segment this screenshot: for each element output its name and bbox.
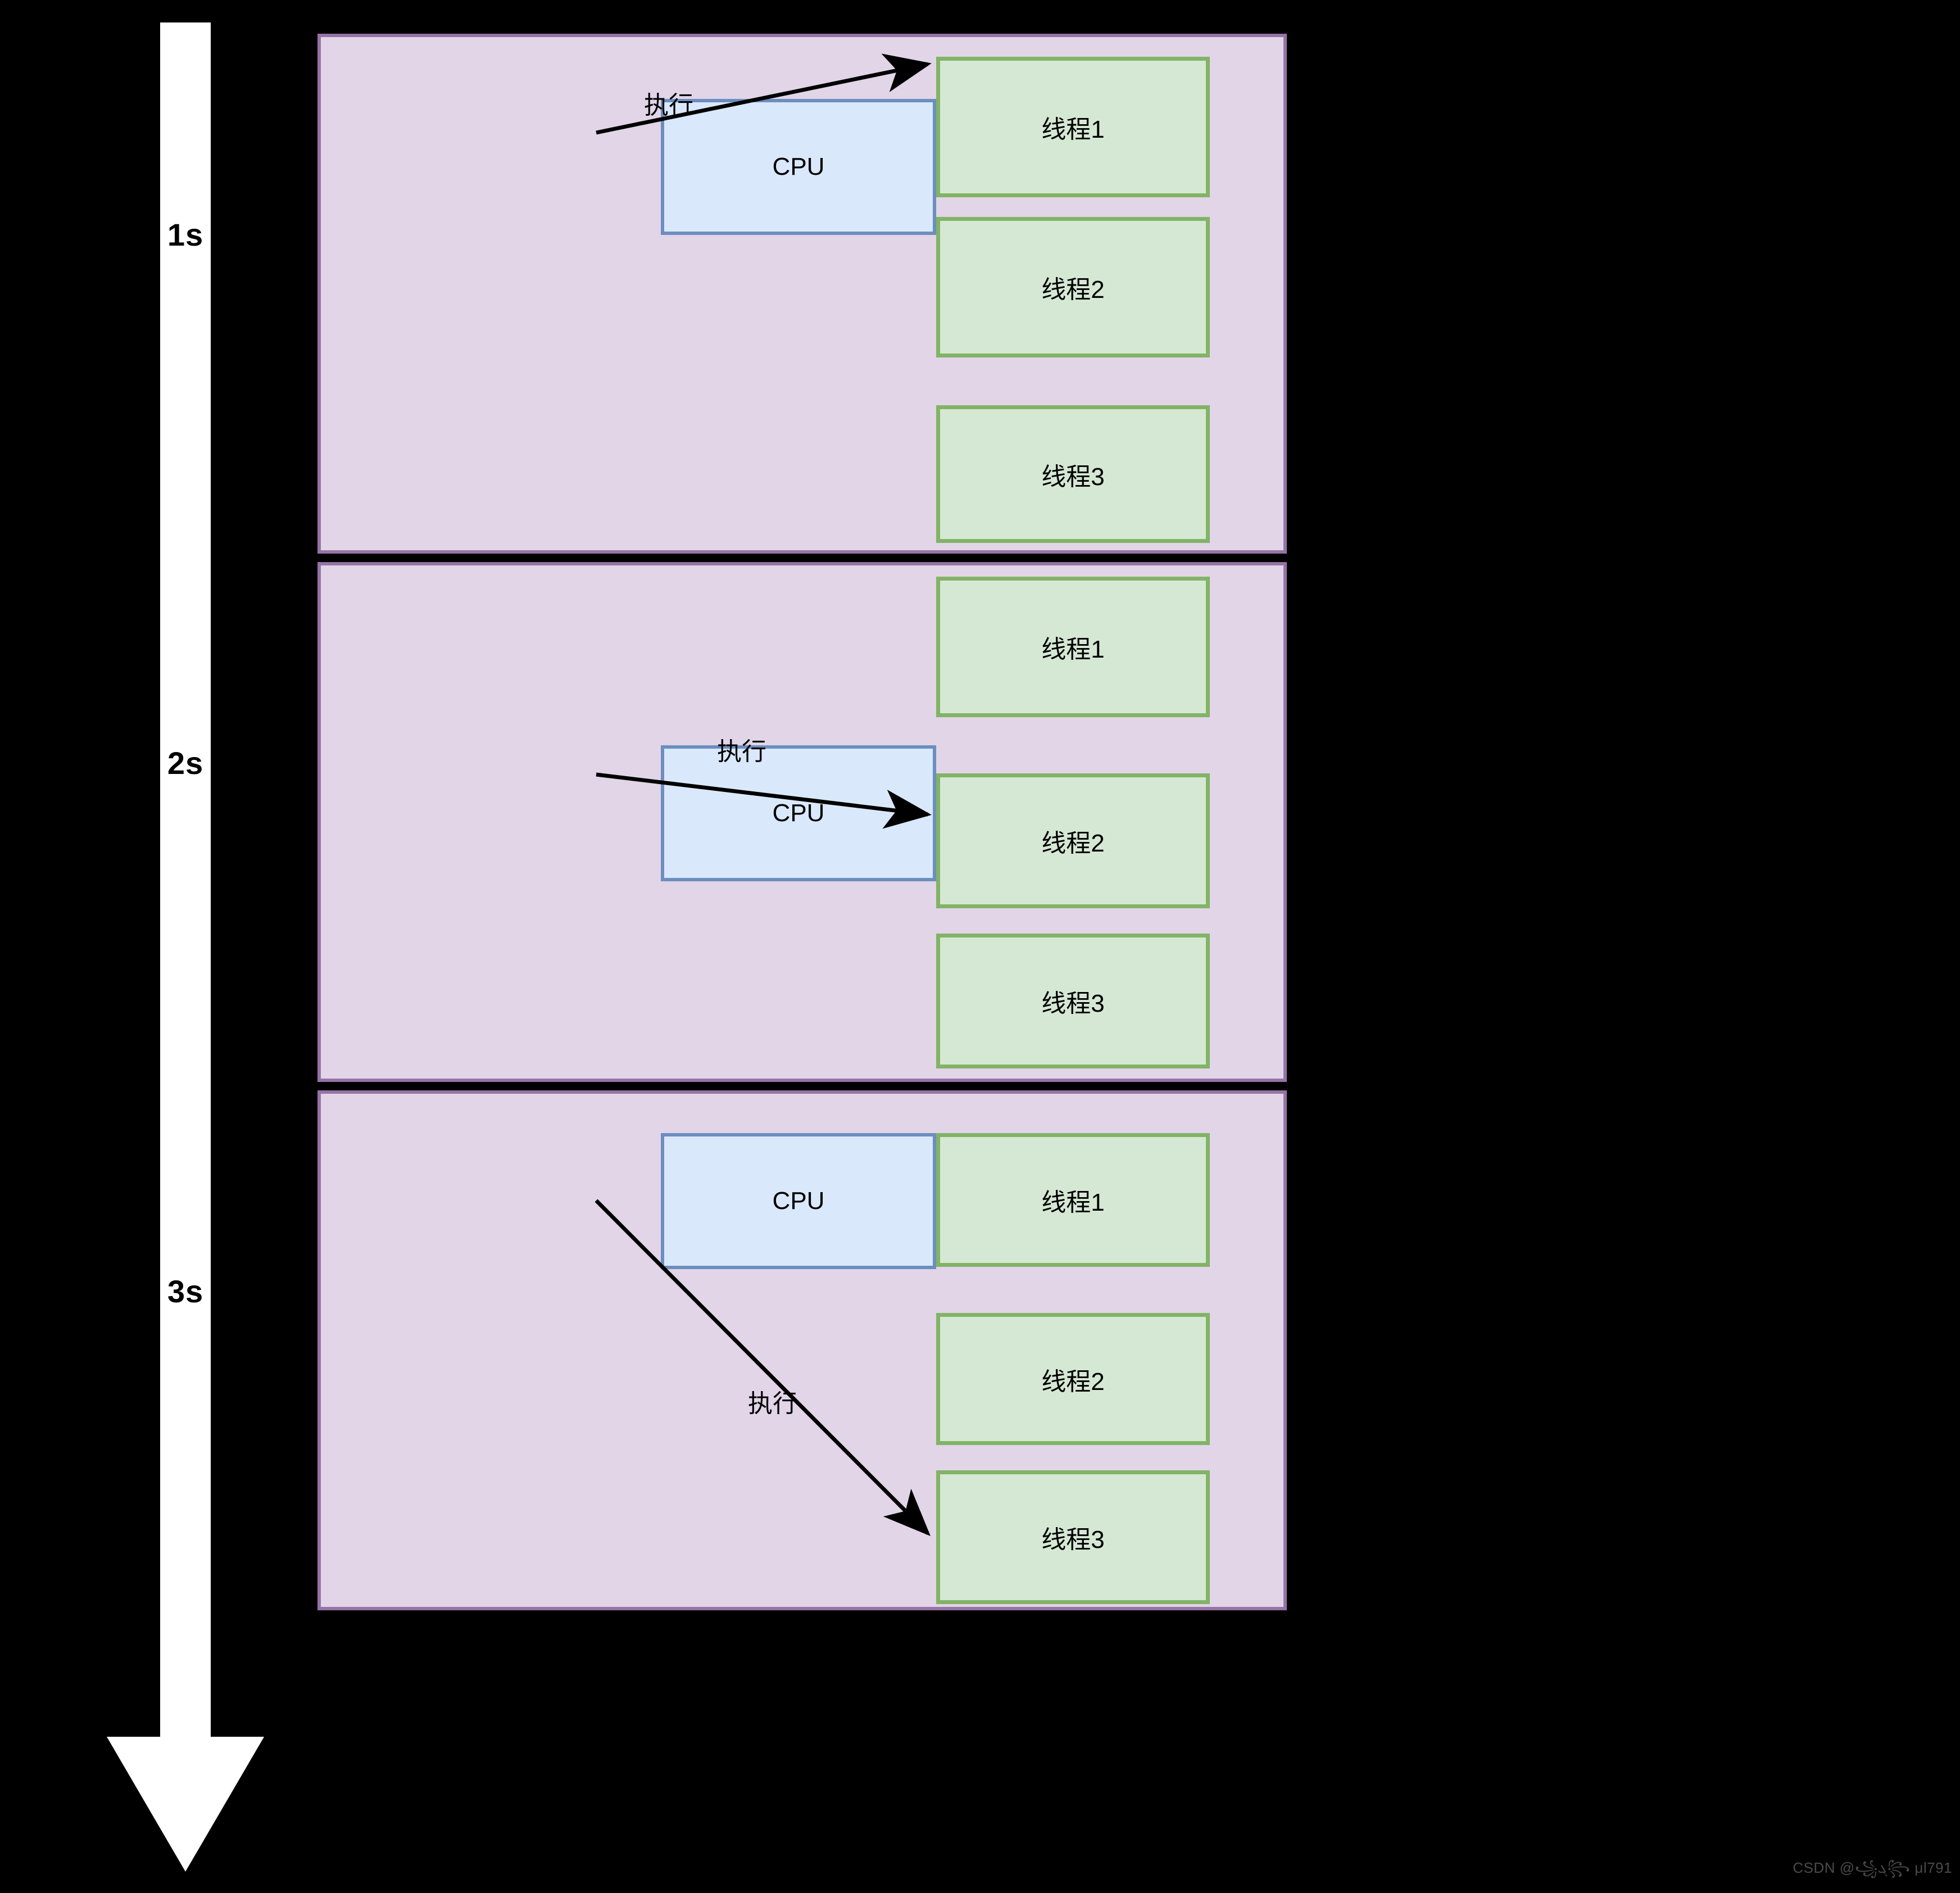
execute-label-1s: 执行: [644, 92, 693, 119]
thread-box-1s-3[interactable]: 线程3: [936, 405, 1210, 543]
execute-label-2s: 执行: [717, 738, 766, 766]
thread-label: 线程2: [1041, 830, 1105, 857]
thread-label: 线程1: [1041, 116, 1105, 143]
time-label-1s: 1s: [167, 217, 204, 252]
cpu-box-3s[interactable]: CPU: [661, 1133, 936, 1269]
thread-label: 线程3: [1041, 1526, 1105, 1554]
timeline-down-arrow: [107, 22, 264, 1872]
csdn-watermark: CSDN @꧁ܓ꧂ μl791: [1793, 1859, 1952, 1876]
cpu-label: CPU: [772, 1187, 825, 1215]
thread-box-1s-2[interactable]: 线程2: [936, 217, 1210, 357]
thread-label: 线程1: [1041, 1189, 1105, 1216]
time-label-3s: 3s: [167, 1274, 204, 1309]
timeslice-panel-1s: CPU 线程1 线程2 线程3 执行: [317, 34, 1287, 554]
cpu-box-2s[interactable]: CPU: [661, 745, 936, 881]
thread-box-2s-2[interactable]: 线程2: [936, 773, 1210, 908]
timeslice-panel-2s: CPU 线程1 线程2 线程3 执行: [317, 562, 1287, 1082]
cpu-label: CPU: [772, 799, 825, 827]
thread-label: 线程3: [1041, 990, 1105, 1017]
thread-box-3s-3[interactable]: 线程3: [936, 1470, 1210, 1604]
thread-box-3s-2[interactable]: 线程2: [936, 1313, 1210, 1445]
thread-box-2s-3[interactable]: 线程3: [936, 934, 1210, 1068]
timeslice-panel-3s: CPU 线程1 线程2 线程3 执行: [317, 1090, 1287, 1610]
thread-label: 线程3: [1041, 463, 1105, 491]
thread-label: 线程1: [1041, 636, 1105, 663]
thread-box-1s-1[interactable]: 线程1: [936, 57, 1210, 197]
cpu-label: CPU: [772, 153, 825, 180]
thread-box-3s-1[interactable]: 线程1: [936, 1133, 1210, 1267]
thread-box-2s-1[interactable]: 线程1: [936, 577, 1210, 717]
thread-label: 线程2: [1041, 276, 1105, 304]
time-label-2s: 2s: [167, 745, 204, 781]
cpu-box-1s[interactable]: CPU: [661, 99, 936, 235]
thread-label: 线程2: [1041, 1367, 1105, 1396]
execute-label-3s: 执行: [748, 1390, 797, 1418]
